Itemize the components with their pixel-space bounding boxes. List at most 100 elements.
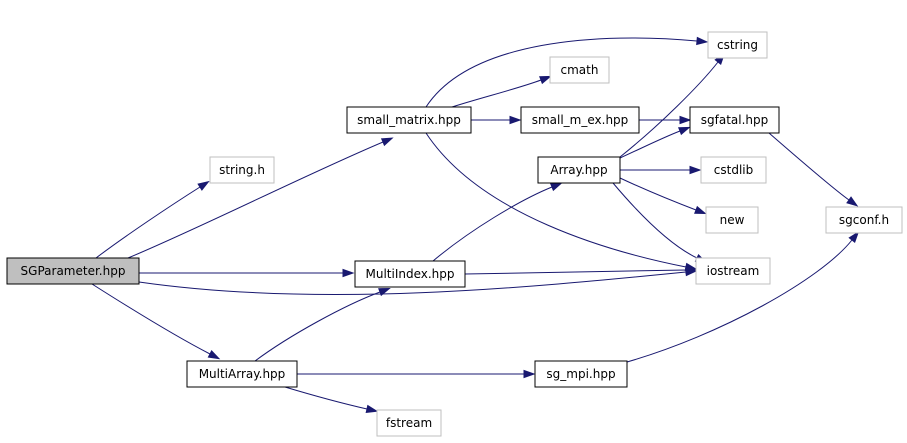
arrowhead	[549, 182, 563, 192]
edge-line	[451, 79, 542, 108]
edge-line	[464, 269, 687, 275]
edge-line	[619, 130, 681, 159]
node-Array[interactable]: Array.hpp	[537, 156, 621, 184]
node-small_m_ex[interactable]: small_m_ex.hpp	[520, 106, 640, 134]
node-cstdlib: cstdlib	[700, 156, 767, 184]
node-new: new	[705, 206, 759, 234]
node-label: iostream	[707, 264, 760, 278]
node-box	[534, 360, 628, 388]
arrowhead	[685, 265, 698, 275]
edge-line	[626, 239, 853, 363]
arrowhead	[380, 137, 394, 147]
node-sgfatal[interactable]: sgfatal.hpp	[689, 106, 780, 134]
node-box	[346, 106, 472, 134]
node-label: cmath	[561, 63, 599, 77]
node-box	[695, 257, 771, 285]
node-box	[186, 360, 298, 388]
edge-MultiArray-to-sg_mpi	[297, 369, 536, 379]
arrowhead	[197, 180, 210, 191]
node-box	[376, 409, 442, 437]
node-box	[520, 106, 640, 134]
edge-line	[138, 271, 687, 296]
edge-sgfatal-to-sgconf	[768, 132, 859, 207]
edge-line	[95, 186, 201, 259]
node-label: cstdlib	[714, 163, 753, 177]
arrowhead	[694, 205, 707, 215]
edge-small_matrix-to-cstring	[425, 36, 709, 108]
node-label: small_m_ex.hpp	[532, 113, 629, 127]
edge-MultiArray-to-fstream	[284, 386, 379, 413]
edge-small_matrix-to-cmath	[451, 75, 552, 108]
node-label: MultiIndex.hpp	[365, 267, 454, 281]
edge-line	[619, 61, 719, 158]
arrowhead	[523, 369, 536, 379]
edges	[91, 36, 860, 413]
node-fstream: fstream	[376, 409, 442, 437]
edge-Array-to-cstring	[619, 52, 726, 158]
edge-SGParameter-to-MultiIndex	[139, 268, 355, 278]
edge-line	[619, 177, 697, 211]
node-box	[689, 106, 780, 134]
edge-small_matrix-to-iostream	[425, 132, 698, 272]
node-box	[354, 260, 466, 288]
edge-SGParameter-to-string_h	[95, 180, 210, 259]
edge-SGParameter-to-MultiArray	[91, 283, 221, 360]
node-label: new	[720, 213, 745, 227]
node-cstring: cstring	[707, 31, 768, 59]
node-label: cstring	[717, 38, 758, 52]
node-label: string.h	[219, 163, 265, 177]
node-cmath: cmath	[549, 56, 610, 84]
arrowhead	[207, 350, 221, 360]
edge-line	[612, 182, 698, 259]
node-label: fstream	[386, 416, 432, 430]
nodes: SGParameter.hpp string.h small_matrix.hppM…	[6, 31, 903, 437]
arrowhead	[846, 196, 859, 207]
arrowhead	[679, 115, 692, 125]
node-SGParameter[interactable]: SGParameter.hpp	[6, 257, 140, 285]
edge-Array-to-sgfatal	[619, 126, 691, 159]
edge-Array-to-new	[619, 177, 707, 215]
node-label: MultiArray.hpp	[199, 367, 286, 381]
node-label: small_matrix.hpp	[357, 113, 461, 127]
node-MultiArray[interactable]: MultiArray.hpp	[186, 360, 298, 388]
node-box	[537, 156, 621, 184]
node-string_h: string.h	[209, 156, 275, 184]
node-box	[825, 206, 903, 234]
node-sg_mpi[interactable]: sg_mpi.hpp	[534, 360, 628, 388]
edge-line	[768, 132, 850, 201]
node-box	[700, 156, 767, 184]
edge-line	[284, 386, 368, 410]
edge-line	[254, 291, 381, 362]
edge-line	[127, 141, 384, 259]
arrowhead	[848, 231, 860, 244]
edge-small_m_ex-to-sgfatal	[639, 115, 692, 125]
edge-SGParameter-to-small_matrix	[127, 137, 394, 259]
node-label: SGParameter.hpp	[21, 264, 126, 278]
arrowhead	[539, 75, 552, 85]
node-label: sg_mpi.hpp	[546, 367, 615, 381]
arrowhead	[509, 115, 522, 125]
node-sgconf: sgconf.h	[825, 206, 903, 234]
edge-sg_mpi-to-sgconf	[626, 231, 860, 363]
edge-Array-to-cstdlib	[620, 165, 702, 175]
node-box	[705, 206, 759, 234]
node-box	[209, 156, 275, 184]
edge-line	[91, 283, 211, 355]
arrowhead	[696, 36, 709, 46]
node-small_matrix[interactable]: small_matrix.hpp	[346, 106, 472, 134]
edge-MultiIndex-to-iostream	[464, 265, 698, 275]
edge-line	[432, 186, 553, 262]
arrowhead	[342, 268, 355, 278]
arrowhead	[678, 126, 691, 136]
node-label: sgconf.h	[839, 213, 889, 227]
node-label: Array.hpp	[550, 163, 607, 177]
node-box	[707, 31, 768, 59]
arrowhead	[365, 404, 379, 413]
node-box	[549, 56, 610, 84]
arrowhead	[378, 287, 391, 297]
node-MultiIndex[interactable]: MultiIndex.hpp	[354, 260, 466, 288]
node-label: sgfatal.hpp	[701, 113, 769, 127]
arrowhead	[689, 165, 702, 175]
node-iostream: iostream	[695, 257, 771, 285]
